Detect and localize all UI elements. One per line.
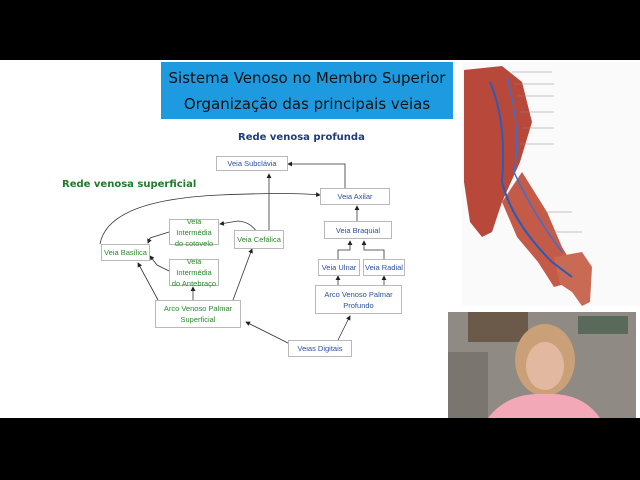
- arm-vein-figure: [464, 66, 592, 306]
- node-veia-axilar: Veia Axilar: [320, 188, 390, 205]
- node-veia-ulnar: Veia Ulnar: [318, 259, 360, 276]
- edge-arco-superficial-cefalica: [232, 248, 253, 301]
- slide-title: Sistema Venoso no Membro Superior Organi…: [161, 62, 453, 119]
- edge-intermedia-cotovelo-basilica: [147, 231, 170, 244]
- node-veias-digitais: Veias Digitais: [288, 340, 352, 357]
- edge-digitais-arco-superficial: [245, 321, 291, 345]
- edge-axilar-subclavia: [287, 161, 346, 188]
- node-veia-cefalica: Veia Cefálica: [234, 230, 284, 249]
- node-arco-venoso-palmar-profundo: Arco Venoso Palmar Profundo: [315, 285, 402, 314]
- webcam-video: [448, 312, 636, 418]
- edge-basilica-axilar: [99, 192, 321, 245]
- edge-digitais-arco-profundo: [337, 315, 351, 341]
- node-veia-intermedia-antebraco: Veia Intermédia do Antebraço: [169, 257, 219, 288]
- edge-arco-superficial-basilica: [137, 262, 159, 301]
- node-veia-basilica: Veia Basílica: [101, 244, 150, 261]
- edge-cefalica-intermedia-cotovelo: [219, 220, 257, 232]
- diagram-edges: [99, 161, 387, 345]
- node-arco-venoso-palmar-superficial: Arco Venoso Palmar Superficial: [155, 300, 241, 328]
- anatomy-illustration: [462, 62, 640, 306]
- node-veia-subclavia: Veia Subclávia: [216, 156, 288, 171]
- node-veia-radial: Veia Radial: [363, 259, 405, 276]
- node-veia-intermedia-cotovelo: Veia Intermédia do cotovelo: [169, 217, 219, 248]
- slide: Sistema Venoso no Membro Superior Organi…: [0, 60, 640, 418]
- edge-intermedia-antebraco-basilica: [149, 255, 170, 272]
- heading-deep-network: Rede venosa profunda: [238, 132, 365, 143]
- presenter-image: [448, 312, 636, 418]
- node-veia-braquial: Veia Braquial: [324, 221, 392, 239]
- heading-superficial-network: Rede venosa superficial: [62, 179, 197, 190]
- title-line-2: Organização das principais veias: [183, 95, 431, 113]
- edge-ulnar-braquial: [337, 240, 353, 259]
- title-line-1: Sistema Venoso no Membro Superior: [168, 69, 446, 87]
- edge-radial-braquial: [361, 240, 385, 259]
